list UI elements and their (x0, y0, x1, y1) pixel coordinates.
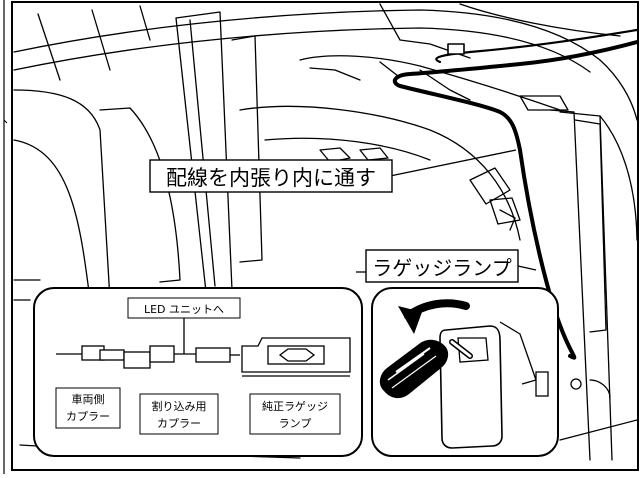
splice-coupler-label-line2: カプラー (157, 417, 201, 430)
lamp-socket (535, 371, 549, 397)
screwdriver-icon (379, 339, 473, 399)
stock-lamp-label-line2: ランプ (279, 417, 312, 430)
vehicle-coupler-label-line1: 車両側 (72, 392, 105, 406)
vehicle-coupler-label-box (55, 387, 121, 429)
lamp-plug-shape (195, 347, 231, 363)
splice-coupler-label-box (139, 393, 219, 435)
callout-luggage-lamp: ラゲッジランプ (356, 249, 537, 283)
callout-luggage-lamp-text: ラゲッジランプ (372, 256, 511, 280)
callout-route-wiring-text: 配線を内張り内に通す (166, 166, 376, 190)
callout-route-wiring: 配線を内張り内に通す (149, 149, 517, 193)
stock-lamp-label-box (249, 393, 341, 435)
led-unit-label: LED ユニットへ (144, 303, 224, 316)
inset-wiring-connection: LED ユニットへ 車両側 カプラー 割り込み用 カプラー 純正ラゲッジ ランプ (33, 287, 363, 457)
callout-route-wiring-box (149, 159, 393, 193)
connector-diagram (56, 337, 351, 377)
splice-coupler-shape (123, 351, 151, 369)
splice-coupler-label-line1: 割り込み用 (152, 399, 207, 413)
inset-lamp-removal (371, 287, 559, 457)
arrow-head-icon (398, 306, 422, 334)
vehicle-coupler-label-line2: カプラー (66, 410, 110, 423)
stock-lamp-label-line1: 純正ラゲッジ (262, 400, 328, 413)
